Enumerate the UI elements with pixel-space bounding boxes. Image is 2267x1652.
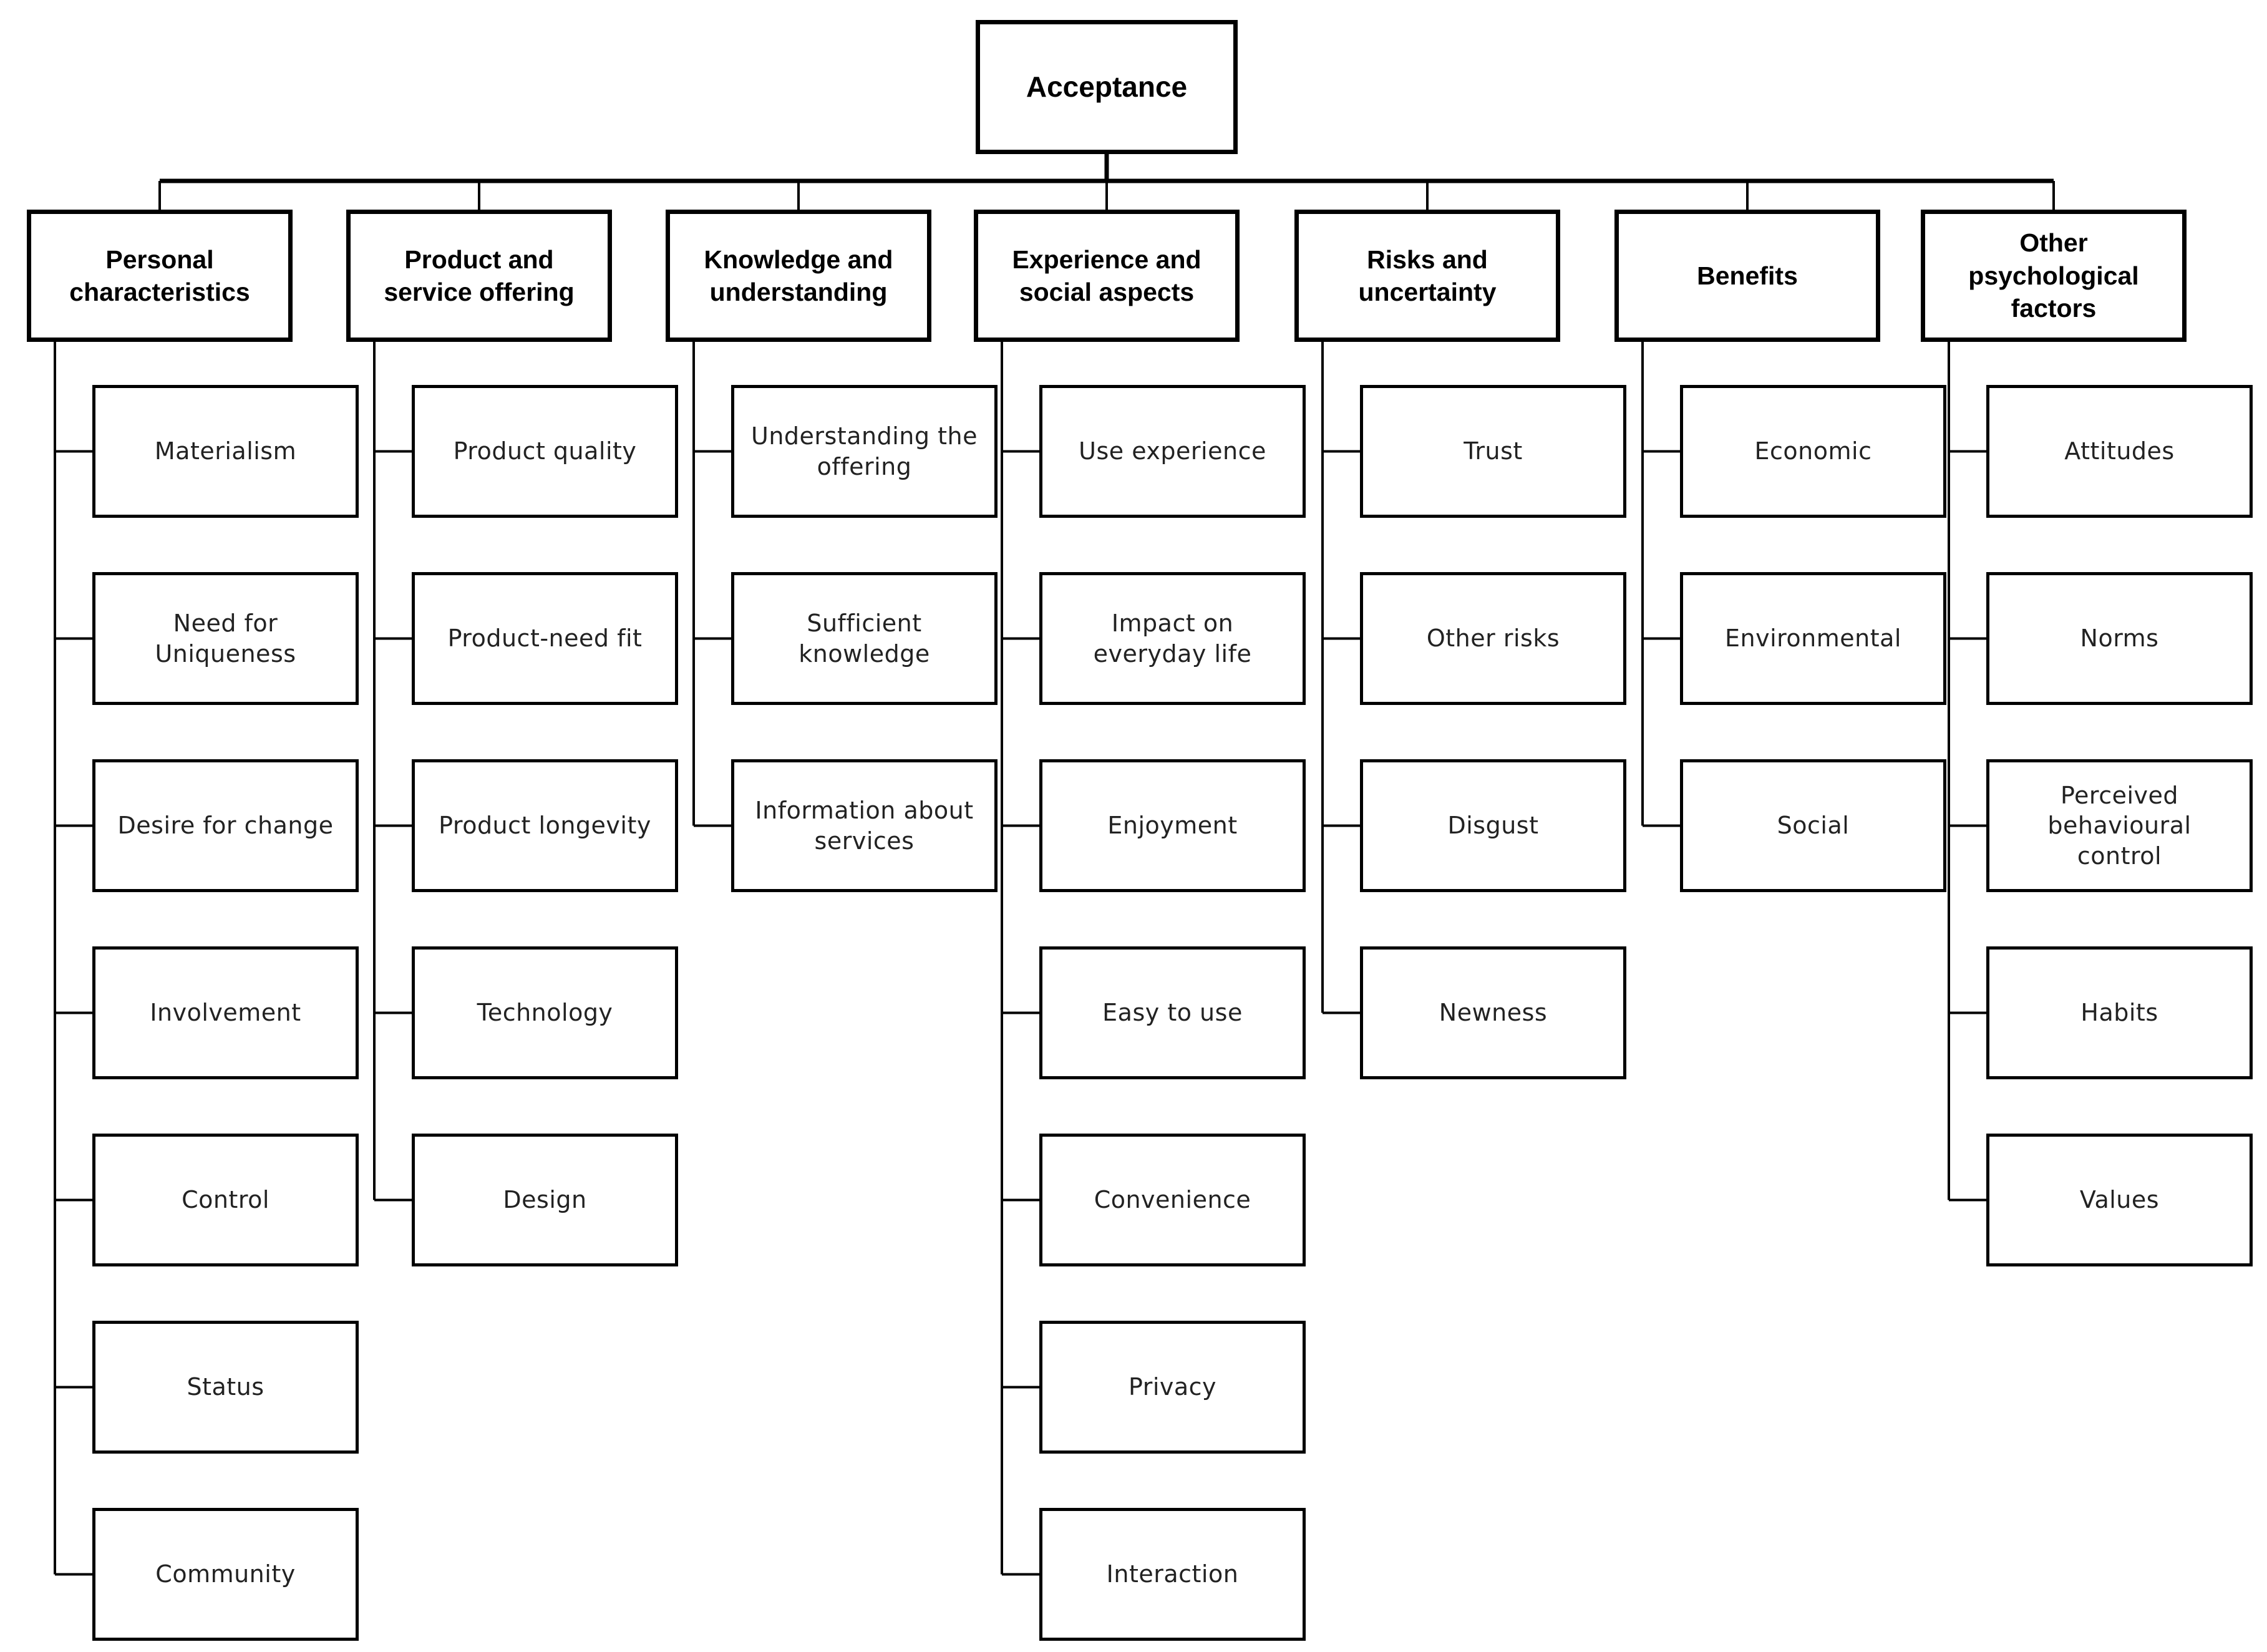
category-box: Benefits	[1614, 210, 1880, 342]
factor-box: Values	[1986, 1134, 2253, 1266]
factor-box: Habits	[1986, 946, 2253, 1079]
category-box: Product and service offering	[346, 210, 612, 342]
factor-box: Desire for change	[92, 759, 359, 892]
factor-box: Involvement	[92, 946, 359, 1079]
factor-box: Community	[92, 1508, 359, 1641]
factor-box: Social	[1680, 759, 1946, 892]
root-box-acceptance: Acceptance	[976, 20, 1238, 154]
factor-box: Use experience	[1039, 385, 1306, 518]
factor-box: Newness	[1360, 946, 1626, 1079]
factor-box: Environmental	[1680, 572, 1946, 705]
category-box: Knowledge and understanding	[666, 210, 931, 342]
factor-box: Design	[412, 1134, 678, 1266]
factor-box: Disgust	[1360, 759, 1626, 892]
factor-box: Interaction	[1039, 1508, 1306, 1641]
category-box: Experience and social aspects	[974, 210, 1240, 342]
factor-box: Need for Uniqueness	[92, 572, 359, 705]
factor-box: Other risks	[1360, 572, 1626, 705]
factor-box: Economic	[1680, 385, 1946, 518]
factor-box: Product longevity	[412, 759, 678, 892]
factor-box: Convenience	[1039, 1134, 1306, 1266]
category-box: Other psychological factors	[1921, 210, 2187, 342]
factor-box: Status	[92, 1321, 359, 1454]
factor-box: Impact on everyday life	[1039, 572, 1306, 705]
factor-box: Perceived behavioural control	[1986, 759, 2253, 892]
factor-box: Information about services	[731, 759, 998, 892]
factor-box: Understanding the offering	[731, 385, 998, 518]
factor-box: Control	[92, 1134, 359, 1266]
factor-box: Product-need fit	[412, 572, 678, 705]
factor-box: Enjoyment	[1039, 759, 1306, 892]
factor-box: Attitudes	[1986, 385, 2253, 518]
factor-box: Trust	[1360, 385, 1626, 518]
factor-box: Materialism	[92, 385, 359, 518]
factor-box: Sufficient knowledge	[731, 572, 998, 705]
category-box: Risks and uncertainty	[1294, 210, 1560, 342]
factor-box: Product quality	[412, 385, 678, 518]
category-box: Personal characteristics	[27, 210, 293, 342]
factor-box: Privacy	[1039, 1321, 1306, 1454]
factor-box: Technology	[412, 946, 678, 1079]
factor-box: Norms	[1986, 572, 2253, 705]
factor-box: Easy to use	[1039, 946, 1306, 1079]
